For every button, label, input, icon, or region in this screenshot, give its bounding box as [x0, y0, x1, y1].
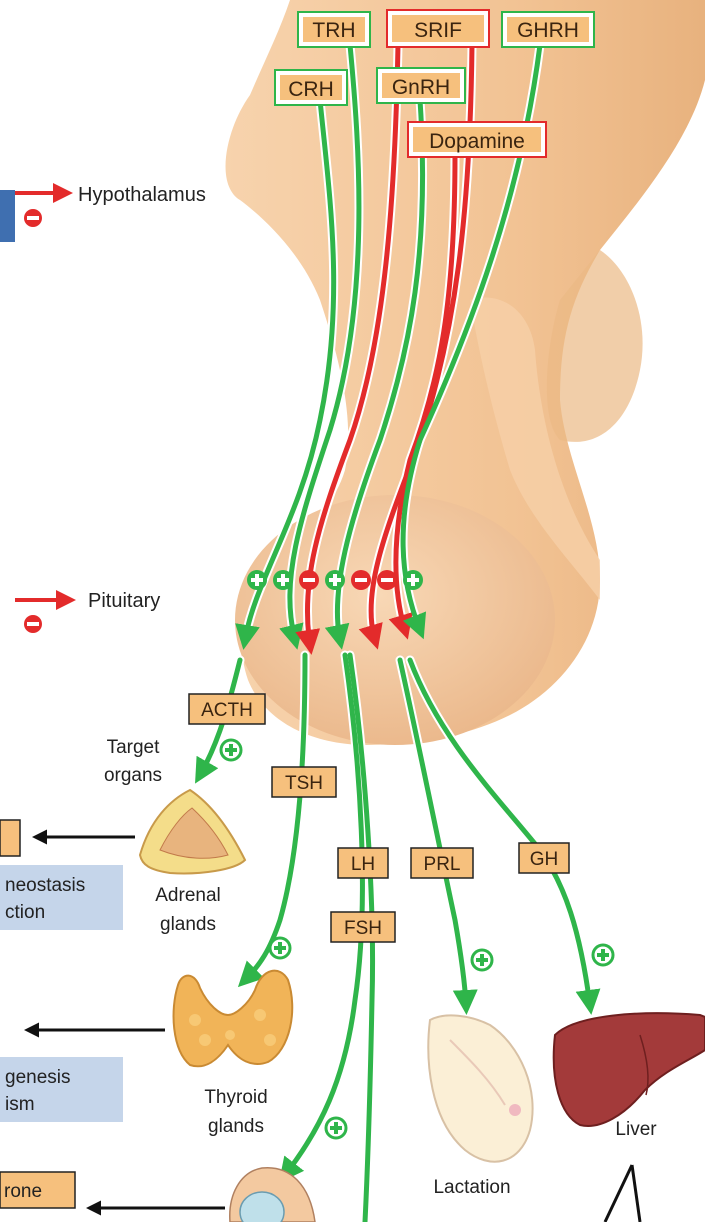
stimulate-icon [247, 570, 267, 590]
liver-label: Liver [615, 1119, 657, 1140]
stimulate-icon [403, 570, 423, 590]
stimulate-icon [325, 570, 345, 590]
hypothalamus-feedback-indicator: Hypothalamus [0, 184, 206, 242]
stimulate-icon [221, 740, 241, 760]
pituitary-feedback-indicator: Pituitary [15, 590, 160, 633]
liver-pointer-lines [605, 1165, 640, 1222]
inhibit-icon [299, 570, 319, 590]
svg-text:GH: GH [530, 849, 559, 870]
gnrh-box: GnRH [377, 68, 465, 103]
svg-text:ACTH: ACTH [201, 700, 253, 721]
svg-text:GnRH: GnRH [392, 76, 450, 99]
thyroid-gland-image [174, 971, 293, 1067]
dopamine-box: Dopamine [408, 122, 546, 157]
target-organs-label: Target [107, 737, 161, 758]
gonad-image [230, 1168, 315, 1222]
adrenal-label: Adrenal [155, 885, 221, 906]
svg-text:GHRH: GHRH [517, 19, 579, 42]
stimulate-icon [273, 570, 293, 590]
svg-text:genesis: genesis [5, 1067, 71, 1088]
thyroid-label: glands [208, 1116, 264, 1137]
lh-box: LH [338, 848, 388, 878]
svg-text:Dopamine: Dopamine [429, 130, 525, 153]
target-organs-label: organs [104, 765, 162, 786]
adrenal-label: glands [160, 914, 216, 935]
genesis-box: genesis ism [0, 1057, 123, 1122]
srif-box: SRIF [387, 10, 489, 47]
crh-box: CRH [275, 70, 347, 105]
left-edge-hormone-box-1 [0, 820, 20, 856]
gh-box: GH [519, 843, 569, 873]
stimulate-icon [270, 938, 290, 958]
trh-box: TRH [298, 12, 370, 47]
mammary-gland-image [428, 1015, 532, 1161]
acth-box: ACTH [189, 694, 265, 724]
svg-text:rone: rone [4, 1181, 42, 1202]
svg-text:TRH: TRH [312, 19, 355, 42]
adrenal-gland-image [140, 790, 245, 873]
left-edge-hormone-box-2: rone [0, 1172, 75, 1208]
homeostasis-box: neostasis ction [0, 865, 123, 930]
svg-text:TSH: TSH [285, 773, 323, 794]
pituitary-label: Pituitary [88, 590, 160, 612]
svg-text:neostasis: neostasis [5, 875, 85, 896]
hypothalamus-label: Hypothalamus [78, 184, 206, 206]
svg-text:CRH: CRH [288, 78, 334, 101]
inhibit-icon [377, 570, 397, 590]
svg-text:ction: ction [5, 902, 45, 923]
thyroid-label: Thyroid [204, 1087, 267, 1108]
svg-text:ism: ism [5, 1094, 35, 1115]
svg-text:SRIF: SRIF [414, 19, 462, 42]
stimulate-icon [326, 1118, 346, 1138]
stimulate-icon [593, 945, 613, 965]
liver-image [554, 1013, 705, 1126]
stimulate-icon [472, 950, 492, 970]
inhibit-icon [351, 570, 371, 590]
prl-box: PRL [411, 848, 473, 878]
svg-text:LH: LH [351, 854, 375, 875]
svg-text:FSH: FSH [344, 918, 382, 939]
svg-text:PRL: PRL [424, 854, 461, 875]
lactation-label: Lactation [433, 1177, 510, 1198]
ghrh-box: GHRH [502, 12, 594, 47]
blue-tab [0, 190, 15, 242]
fsh-box: FSH [331, 912, 395, 942]
tsh-box: TSH [272, 767, 336, 797]
